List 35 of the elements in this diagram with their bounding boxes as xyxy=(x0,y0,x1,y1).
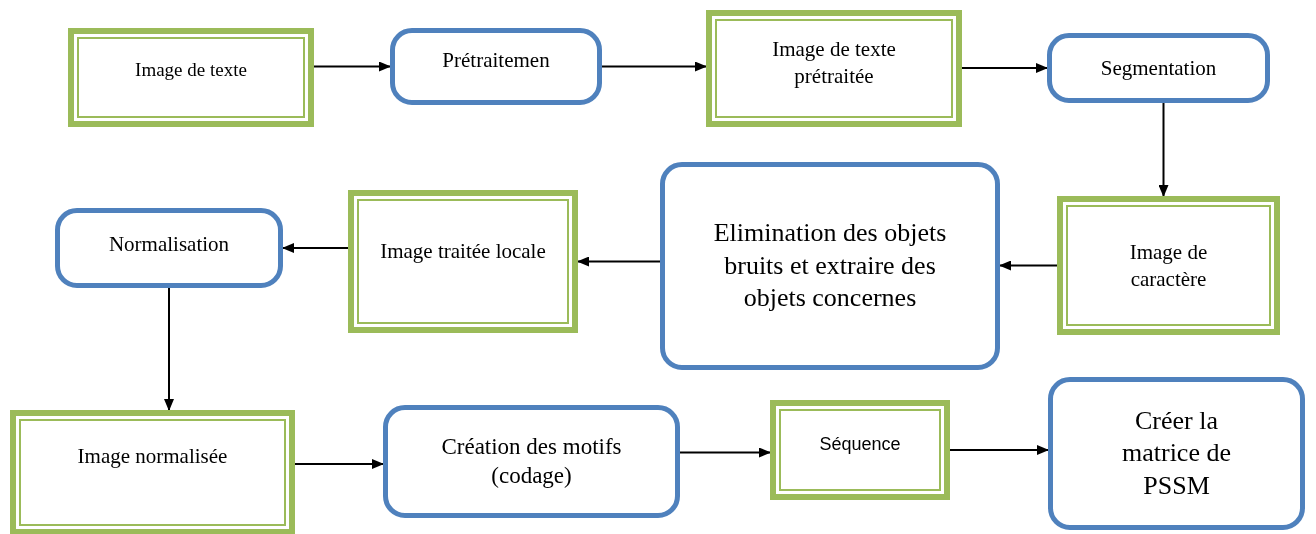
node-label: Créer la matrice de PSSM xyxy=(1121,404,1232,502)
process-box xyxy=(55,208,283,288)
data-box xyxy=(770,400,950,500)
arrow xyxy=(999,260,1058,271)
arrow xyxy=(601,61,707,72)
node-label: Image de texte xyxy=(135,57,247,82)
node-label: Séquence xyxy=(819,432,901,456)
node-label: Création des motifs (codage) xyxy=(440,432,623,490)
node-label: Segmentation xyxy=(1100,54,1217,82)
data-box xyxy=(348,190,578,333)
process-box xyxy=(660,162,1000,370)
data-box xyxy=(68,28,314,127)
data-box xyxy=(10,410,295,534)
arrow xyxy=(949,445,1049,455)
process-box xyxy=(1048,377,1305,530)
node-label: Image traitée locale xyxy=(380,238,546,265)
arrow xyxy=(294,459,384,469)
node-label: Prétraitemen xyxy=(442,47,550,74)
node-label: Image de caractère xyxy=(1128,239,1209,292)
arrow xyxy=(961,63,1048,73)
arrow xyxy=(679,447,771,458)
arrow xyxy=(577,256,661,267)
data-box xyxy=(706,10,962,127)
process-box xyxy=(390,28,602,105)
node-label: Image de texte prétraitée xyxy=(771,36,897,89)
node-label: Elimination des objets bruits et extraire des objets concernes xyxy=(712,217,948,315)
arrow xyxy=(1158,102,1169,197)
arrow xyxy=(282,243,349,253)
node-label: Image normalisée xyxy=(77,443,228,470)
process-box xyxy=(1047,33,1270,103)
data-box xyxy=(1057,196,1280,335)
process-box xyxy=(383,405,680,518)
node-label: Normalisation xyxy=(108,230,230,258)
arrow xyxy=(313,61,391,72)
arrow xyxy=(164,287,174,411)
